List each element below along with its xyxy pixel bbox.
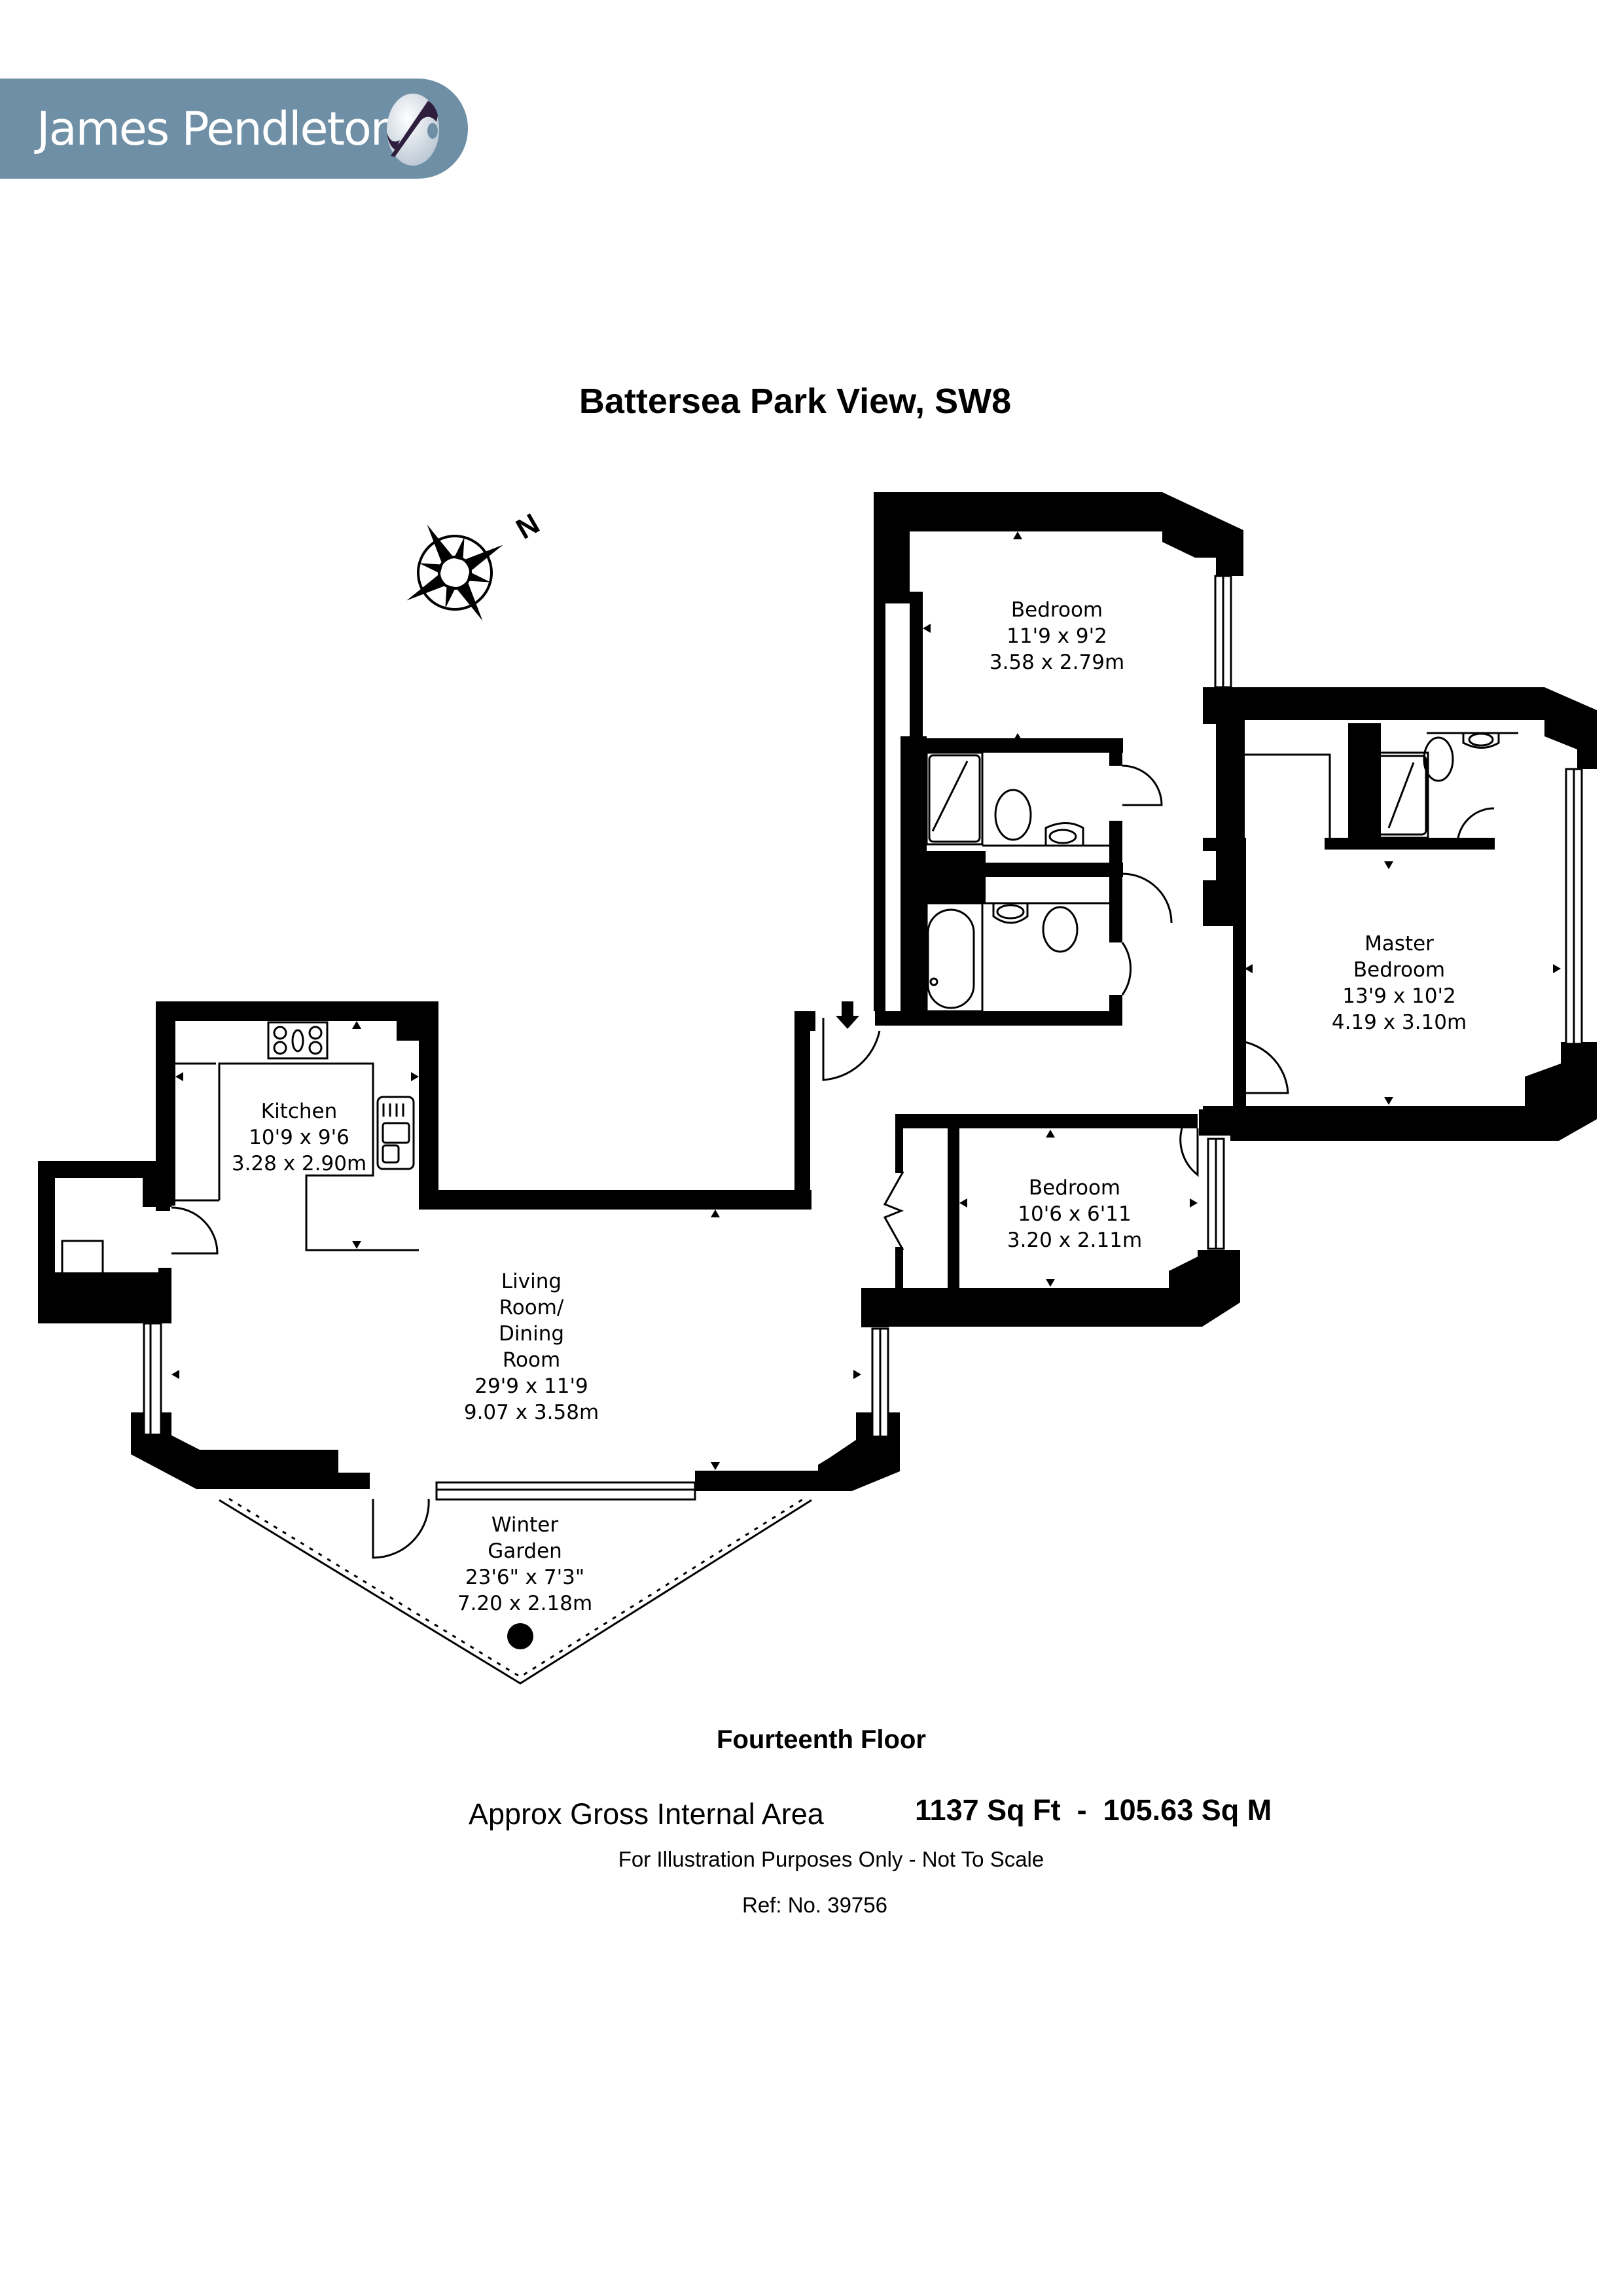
svg-text:7.20 x 2.18m: 7.20 x 2.18m: [457, 1592, 592, 1615]
room-kitchen: Kitchen 10'9 x 9'6 3.28 x 2.90m: [232, 1100, 366, 1175]
svg-text:Living: Living: [501, 1270, 562, 1293]
svg-text:Garden: Garden: [488, 1539, 562, 1563]
compass-north-label: N: [511, 507, 545, 545]
brand-logo: James Pendleton: [0, 79, 468, 179]
svg-text:Bedroom: Bedroom: [1353, 958, 1445, 982]
svg-text:Room: Room: [503, 1348, 560, 1372]
svg-text:Room/: Room/: [499, 1296, 564, 1319]
walls: [38, 492, 1597, 1491]
svg-text:Winter: Winter: [491, 1513, 558, 1537]
area-label: Approx Gross Internal Area: [469, 1797, 824, 1831]
brand-mark-icon: [387, 94, 439, 166]
svg-text:3.58 x 2.79m: 3.58 x 2.79m: [990, 651, 1124, 674]
svg-text:Master: Master: [1364, 932, 1434, 956]
winter-garden-glazing: [219, 1498, 812, 1685]
svg-text:11'9 x 9'2: 11'9 x 9'2: [1007, 624, 1107, 648]
svg-text:3.28 x 2.90m: 3.28 x 2.90m: [232, 1152, 366, 1175]
svg-text:13'9 x 10'2: 13'9 x 10'2: [1342, 984, 1455, 1008]
measurement-markers: [171, 531, 1561, 1470]
svg-text:Bedroom: Bedroom: [1029, 1176, 1120, 1200]
svg-text:4.19 x 3.10m: 4.19 x 3.10m: [1332, 1011, 1467, 1034]
svg-text:Dining: Dining: [499, 1322, 564, 1346]
room-master-bedroom: Master Bedroom 13'9 x 10'2 4.19 x 3.10m: [1332, 932, 1467, 1034]
svg-text:23'6" x 7'3": 23'6" x 7'3": [465, 1566, 584, 1589]
reference-number: Ref: No. 39756: [742, 1893, 887, 1917]
svg-text:10'6 x 6'11: 10'6 x 6'11: [1018, 1202, 1131, 1226]
compass-icon: [406, 524, 503, 621]
svg-text:3.20 x 2.11m: 3.20 x 2.11m: [1007, 1229, 1142, 1252]
disclaimer: For Illustration Purposes Only - Not To …: [618, 1847, 1044, 1871]
room-winter-garden: Winter Garden 23'6" x 7'3" 7.20 x 2.18m: [457, 1513, 592, 1615]
svg-text:Bedroom: Bedroom: [1011, 598, 1103, 622]
room-living-dining: Living Room/ Dining Room 29'9 x 11'9 9.0…: [464, 1270, 599, 1424]
fixtures: [61, 732, 1518, 1559]
svg-text:9.07 x 3.58m: 9.07 x 3.58m: [464, 1401, 599, 1424]
property-title: Battersea Park View, SW8: [579, 382, 1012, 421]
floor-label: Fourteenth Floor: [717, 1725, 926, 1754]
room-bedroom-3: Bedroom 10'6 x 6'11 3.20 x 2.11m: [1007, 1176, 1142, 1252]
entrance-arrow-icon: [836, 1001, 859, 1029]
room-bedroom-2: Bedroom 11'9 x 9'2 3.58 x 2.79m: [990, 598, 1124, 674]
svg-text:29'9 x 11'9: 29'9 x 11'9: [474, 1374, 588, 1398]
area-value: 1137 Sq Ft - 105.63 Sq M: [915, 1793, 1272, 1827]
windows: [143, 575, 1583, 1501]
svg-text:10'9 x 9'6: 10'9 x 9'6: [249, 1126, 349, 1149]
svg-text:Kitchen: Kitchen: [261, 1100, 338, 1123]
brand-name: James Pendleton: [37, 102, 399, 156]
